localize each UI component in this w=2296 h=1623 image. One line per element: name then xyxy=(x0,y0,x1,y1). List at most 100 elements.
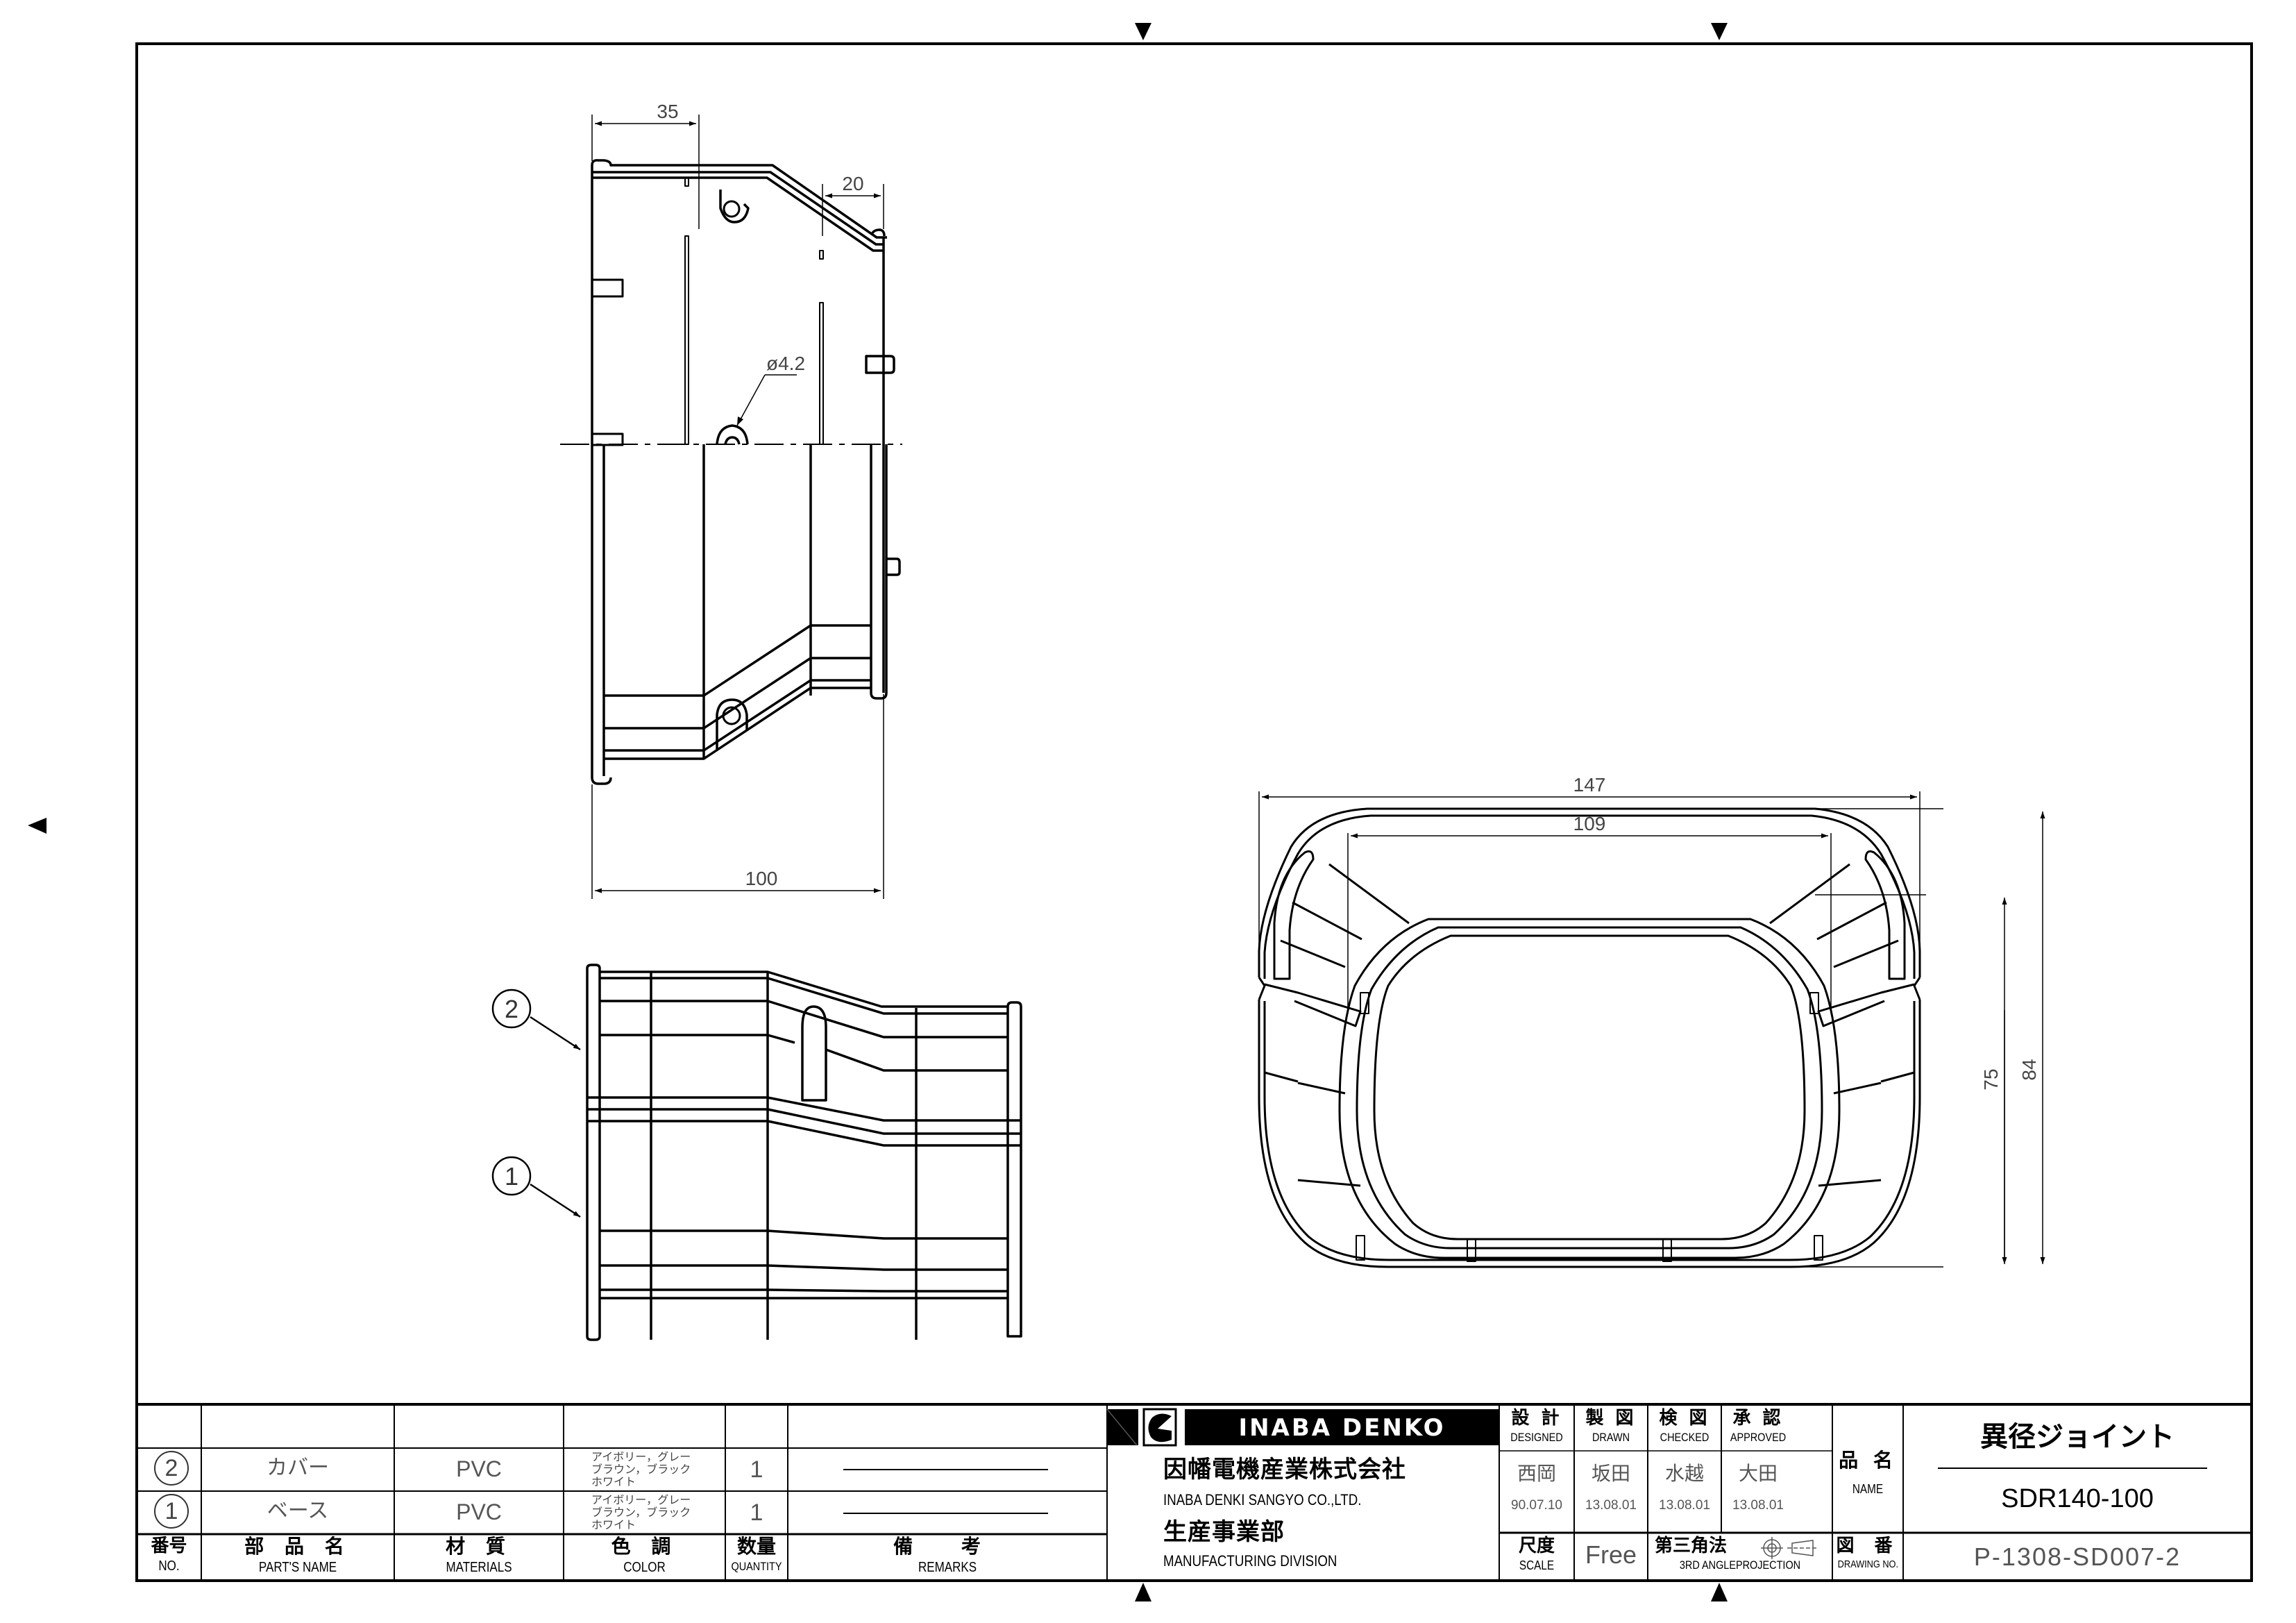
header-no-en: NO. xyxy=(158,1558,180,1574)
dim-right-socket: 20 xyxy=(842,173,863,194)
header-no-jp: 番号 xyxy=(151,1536,187,1556)
name-label-en: NAME xyxy=(1852,1482,1884,1496)
brand-name: INABA DENKO xyxy=(1238,1414,1446,1442)
header-quantity: 数量 QUANTITY xyxy=(725,1535,788,1573)
center-mark-left xyxy=(28,818,47,834)
parts-row-1-color: アイボリー，グレー ブラウン，ブラック ホワイト xyxy=(591,1494,691,1531)
dim-outer-width: 147 xyxy=(1573,774,1606,796)
dim-overall-length: 100 xyxy=(745,868,778,889)
division-en: MANUFACTURING DIVISION xyxy=(1163,1552,1337,1570)
drawing-no-label-en: DRAWING NO. xyxy=(1837,1558,1899,1570)
name-label: 品 名 NAME xyxy=(1832,1449,1903,1496)
center-mark-top-right xyxy=(1711,23,1728,40)
header-part-name-jp: 部 品 名 xyxy=(244,1535,351,1558)
header-part-name: 部 品 名 PART'S NAME xyxy=(201,1535,394,1575)
company-logo xyxy=(1106,1408,1499,1447)
parts-row-2-name: カバー xyxy=(267,1456,329,1480)
projection-label-en: 3RD ANGLEPROJECTION xyxy=(1679,1558,1801,1572)
part-title: 異径ジョイント xyxy=(1980,1421,2175,1453)
header-materials-jp: 材 質 xyxy=(446,1535,512,1558)
side-view xyxy=(586,964,1022,1341)
parts-row-1-name: ベース xyxy=(267,1499,329,1523)
scale-value: Free xyxy=(1585,1540,1637,1569)
role-jp: 設 計 xyxy=(1511,1408,1562,1429)
center-mark-top-left xyxy=(1135,23,1151,40)
centering-marks xyxy=(28,23,1728,1601)
center-mark-bottom-right xyxy=(1711,1583,1728,1601)
approval-date: 13.08.01 xyxy=(1659,1498,1710,1513)
header-color-en: COLOR xyxy=(623,1560,666,1575)
projection-label-jp: 第三角法 xyxy=(1655,1536,1728,1556)
approver-name: 西岡 xyxy=(1517,1462,1556,1485)
row-2-number: 2 xyxy=(154,1451,189,1486)
parts-row-1-quantity: 1 xyxy=(750,1499,763,1526)
header-remarks-jp: 備 考 xyxy=(893,1535,1002,1558)
balloon-2-label: 2 xyxy=(505,995,518,1023)
header-materials: 材 質 MATERIALS xyxy=(394,1535,564,1575)
parts-row-1-no: 1 xyxy=(154,1494,189,1529)
approval-checked: 検 図 CHECKED 水越 13.08.01 xyxy=(1648,1409,1721,1512)
projection-label: 第三角法 3RD ANGLEPROJECTION xyxy=(1648,1537,1832,1571)
balloon-1-label: 1 xyxy=(505,1162,518,1191)
color-line: ホワイト xyxy=(591,1518,636,1531)
header-materials-en: MATERIALS xyxy=(446,1560,512,1575)
approver-name: 大田 xyxy=(1738,1462,1778,1485)
row-1-number: 1 xyxy=(154,1494,189,1529)
approval-drawn: 製 図 DRAWN 坂田 13.08.01 xyxy=(1574,1409,1648,1512)
top-view-dimensions xyxy=(591,115,884,899)
color-line: ホワイト xyxy=(591,1475,636,1488)
sheet-border xyxy=(135,42,2253,1582)
division-jp: 生産事業部 xyxy=(1163,1518,1285,1546)
header-part-name-en: PART'S NAME xyxy=(258,1560,337,1575)
top-view xyxy=(560,159,902,785)
parts-row-2-quantity: 1 xyxy=(750,1456,763,1483)
parts-row-2-material: PVC xyxy=(456,1456,502,1481)
approval-date: 13.08.01 xyxy=(1585,1498,1637,1513)
color-line: アイボリー，グレー xyxy=(591,1450,691,1463)
approval-approved: 承 認 APPROVED 大田 13.08.01 xyxy=(1721,1409,1832,1512)
header-color-jp: 色 調 xyxy=(611,1535,678,1558)
dim-left-socket: 35 xyxy=(657,101,678,122)
end-view-dimensions xyxy=(1258,791,2045,1268)
balloon-1 xyxy=(491,1156,532,1196)
drawing-number: P-1308-SD007-2 xyxy=(1973,1542,2181,1571)
color-line: アイボリー，グレー xyxy=(591,1493,691,1506)
parts-row-2-color: アイボリー，グレー ブラウン，ブラック ホワイト xyxy=(591,1451,691,1488)
header-color: 色 調 COLOR xyxy=(564,1535,725,1575)
dim-inner-height: 75 xyxy=(1980,1068,2002,1090)
role-jp: 承 認 xyxy=(1732,1408,1784,1429)
dim-inner-width: 109 xyxy=(1573,813,1606,834)
title-block-grid xyxy=(137,1403,2252,1581)
header-quantity-en: QUANTITY xyxy=(731,1560,782,1573)
approver-name: 水越 xyxy=(1664,1462,1704,1485)
scale-label-en: SCALE xyxy=(1519,1558,1555,1572)
approval-designed: 設 計 DESIGNED 西岡 90.07.10 xyxy=(1499,1409,1574,1512)
drawing-no-label-jp: 図 番 xyxy=(1836,1536,1900,1556)
balloons xyxy=(491,989,581,1218)
end-view xyxy=(1258,807,1921,1268)
role-en: DESIGNED xyxy=(1510,1431,1563,1444)
approval-date: 13.08.01 xyxy=(1732,1498,1784,1513)
center-mark-bottom-left xyxy=(1135,1583,1151,1601)
color-line: ブラウン，ブラック xyxy=(591,1463,691,1476)
scale-label: 尺度 SCALE xyxy=(1499,1537,1574,1572)
header-no: 番号 NO. xyxy=(137,1537,201,1573)
company-name-jp: 因幡電機産業株式会社 xyxy=(1163,1456,1406,1483)
dim-outer-height: 84 xyxy=(2018,1059,2040,1080)
approval-date: 90.07.10 xyxy=(1511,1498,1562,1513)
name-label-jp: 品 名 xyxy=(1839,1449,1897,1472)
parts-row-1-material: PVC xyxy=(456,1499,502,1524)
role-en: APPROVED xyxy=(1730,1431,1787,1444)
scale-label-jp: 尺度 xyxy=(1518,1536,1555,1556)
color-line: ブラウン，ブラック xyxy=(591,1506,691,1519)
header-remarks-en: REMARKS xyxy=(918,1560,977,1575)
role-jp: 製 図 xyxy=(1585,1408,1637,1429)
role-en: DRAWN xyxy=(1592,1431,1630,1444)
third-angle-projection-symbol xyxy=(1761,1537,1817,1559)
drawing-no-label: 図 番 DRAWING NO. xyxy=(1832,1537,1903,1570)
logo-mark-icon xyxy=(1148,1413,1172,1443)
header-quantity-jp: 数量 xyxy=(736,1535,776,1558)
balloon-2 xyxy=(491,989,532,1029)
approver-name: 坂田 xyxy=(1591,1462,1630,1485)
